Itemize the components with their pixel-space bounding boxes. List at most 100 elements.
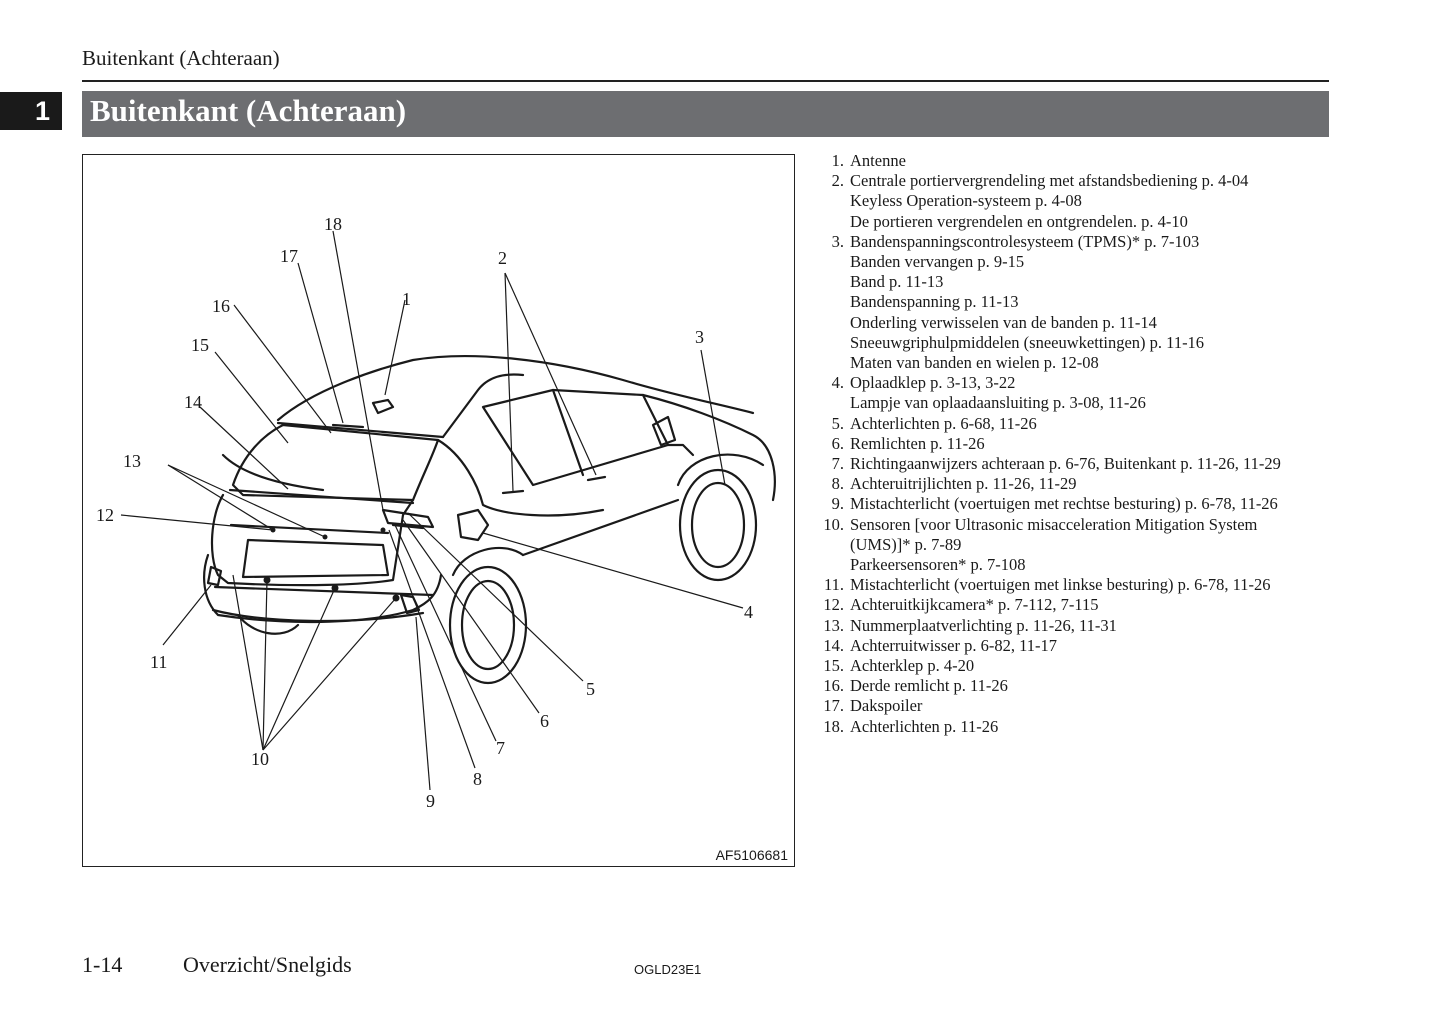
callout-16: 16 bbox=[212, 296, 230, 316]
legend-line: Antenne bbox=[850, 151, 906, 170]
car-rear-illustration: 1 2 3 4 5 6 7 8 9 10 11 12 13 14 15 16 1… bbox=[96, 214, 776, 811]
legend-number: 4. bbox=[831, 373, 844, 393]
section-title: Buitenkant (Achteraan) bbox=[90, 93, 407, 128]
legend-text: Antenne bbox=[844, 151, 906, 171]
legend-line: Achteruitkijkcamera* p. 7-112, 7-115 bbox=[850, 595, 1099, 615]
legend-number: 17. bbox=[823, 696, 844, 716]
legend-number: 13. bbox=[823, 615, 844, 635]
legend-number: 10. bbox=[823, 514, 844, 534]
legend-line: Remlichten p. 11-26 bbox=[850, 433, 985, 453]
legend-text: Achterlichten p. 6-68, 11-26 bbox=[844, 414, 1037, 434]
legend-text: Nummerplaatverlichting p. 11-26, 11-31 bbox=[844, 616, 1117, 636]
legend-text: Achteruitrijlichten p. 11-26, 11-29 bbox=[844, 474, 1077, 494]
callout-10: 10 bbox=[251, 749, 269, 769]
legend-line: Mistachterlicht (voertuigen met linkse b… bbox=[850, 575, 1271, 595]
legend-text: Mistachterlicht (voertuigen met linkse b… bbox=[844, 575, 1271, 595]
legend-line: Keyless Operation-systeem p. 4-08 bbox=[850, 191, 1082, 211]
legend-number: 12. bbox=[823, 595, 844, 615]
legend-item: 3. Bandenspanningscontrolesysteem (TPMS)*… bbox=[814, 232, 1334, 373]
legend-line: Achteruitrijlichten p. 11-26, 11-29 bbox=[850, 474, 1077, 494]
legend-text: Bandenspanningscontrolesysteem (TPMS)* p… bbox=[844, 232, 1204, 373]
legend-line: Maten van banden en wielen p. 12-08 bbox=[850, 353, 1099, 373]
legend-line: Achterklep p. 4-20 bbox=[850, 656, 975, 676]
legend-line: Banden vervangen p. 9-15 bbox=[850, 252, 1025, 272]
legend-line: Parkeersensoren* p. 7-108 bbox=[850, 555, 1026, 575]
callout-7: 7 bbox=[496, 738, 505, 758]
legend-item: 18.Achterlichten p. 11-26 bbox=[814, 717, 1334, 737]
legend-line: Dakspoiler bbox=[850, 696, 923, 716]
legend-item: 1. Antenne bbox=[814, 151, 1334, 171]
callout-12: 12 bbox=[96, 505, 114, 525]
legend-number: 16. bbox=[823, 676, 844, 696]
callout-1: 1 bbox=[402, 289, 411, 309]
legend-line: Bandenspanningscontrolesysteem (TPMS)* p… bbox=[850, 231, 1200, 251]
callout-4: 4 bbox=[744, 602, 753, 622]
legend-text: Achterruitwisser p. 6-82, 11-17 bbox=[844, 636, 1057, 656]
callout-2: 2 bbox=[498, 248, 507, 268]
legend-item: 17. Dakspoiler bbox=[814, 696, 1334, 716]
callout-18: 18 bbox=[324, 214, 342, 234]
callout-6: 6 bbox=[540, 711, 549, 731]
callout-14: 14 bbox=[184, 392, 202, 412]
legend-text: Richtingaanwijzers achteraan p. 6-76, Bu… bbox=[844, 454, 1281, 474]
legend-item: 2.Centrale portiervergrendeling met afst… bbox=[814, 171, 1334, 232]
vehicle-rear-figure: 1 2 3 4 5 6 7 8 9 10 11 12 13 14 15 16 1… bbox=[82, 154, 795, 867]
running-header: Buitenkant (Achteraan) bbox=[82, 46, 280, 70]
legend-number: 15. bbox=[823, 656, 844, 676]
legend-item: 7. Richtingaanwijzers achteraan p. 6-76, … bbox=[814, 454, 1334, 474]
legend-text: Achteruitkijkcamera* p. 7-112, 7-115 bbox=[844, 595, 1099, 615]
callout-15: 15 bbox=[191, 335, 209, 355]
legend-line: Nummerplaatverlichting p. 11-26, 11-31 bbox=[850, 615, 1117, 635]
legend-line: De portieren vergrendelen en ontgrendele… bbox=[850, 211, 1188, 231]
legend-number: 1. bbox=[831, 151, 844, 170]
car-outline bbox=[203, 354, 776, 685]
legend-text: Derde remlicht p. 11-26 bbox=[844, 676, 1008, 696]
legend-line: Bandenspanning p. 11-13 bbox=[850, 292, 1019, 312]
legend-line: Achterlichten p. 6-68, 11-26 bbox=[850, 413, 1037, 433]
legend-line: Sensoren [voor Ultrasonic misacceleratio… bbox=[850, 514, 1258, 534]
legend-line: Band p. 11-13 bbox=[850, 272, 944, 292]
legend-line: Lampje van oplaadaansluiting p. 3-08, 11… bbox=[850, 393, 1146, 413]
legend-number: 8. bbox=[831, 474, 844, 494]
legend-line: Achterlichten p. 11-26 bbox=[850, 716, 999, 736]
figure-code: AF5106681 bbox=[715, 847, 788, 863]
header-rule bbox=[82, 80, 1329, 82]
legend-item: 10. Sensoren [voor Ultrasonic misaccelera… bbox=[814, 515, 1334, 576]
legend-number: 9. bbox=[831, 494, 844, 514]
legend-number: 3. bbox=[831, 231, 844, 251]
callout-8: 8 bbox=[473, 769, 482, 789]
legend-item: 12. Achteruitkijkcamera* p. 7-112, 7-115 bbox=[814, 595, 1334, 615]
callout-9: 9 bbox=[426, 791, 435, 811]
legend-text: Centrale portiervergrendeling met afstan… bbox=[844, 171, 1248, 232]
legend-item: 14.Achterruitwisser p. 6-82, 11-17 bbox=[814, 636, 1334, 656]
legend-line: Centrale portiervergrendeling met afstan… bbox=[850, 171, 1249, 191]
legend-text: Mistachterlicht (voertuigen met rechtse … bbox=[844, 494, 1278, 514]
legend-number: 7. bbox=[831, 454, 844, 474]
footer-section-name: Overzicht/Snelgids bbox=[183, 952, 352, 977]
legend-text: Sensoren [voor Ultrasonic misacceleratio… bbox=[844, 515, 1257, 576]
legend-text: Achterlichten p. 11-26 bbox=[844, 717, 998, 737]
legend-item: 6. Remlichten p. 11-26 bbox=[814, 434, 1334, 454]
legend-line: Derde remlicht p. 11-26 bbox=[850, 676, 1008, 696]
callout-leaders bbox=[120, 230, 744, 791]
callout-13: 13 bbox=[123, 451, 141, 471]
legend-line: Mistachterlicht (voertuigen met rechtse … bbox=[850, 494, 1278, 514]
legend-item: 13. Nummerplaatverlichting p. 11-26, 11-3… bbox=[814, 616, 1334, 636]
legend-line: Richtingaanwijzers achteraan p. 6-76, Bu… bbox=[850, 454, 1281, 474]
legend-item: 15. Achterklep p. 4-20 bbox=[814, 656, 1334, 676]
legend-item: 11. Mistachterlicht (voertuigen met links… bbox=[814, 575, 1334, 595]
legend-line: Oplaadklep p. 3-13, 3-22 bbox=[850, 373, 1016, 393]
legend-text: Achterklep p. 4-20 bbox=[844, 656, 974, 676]
callout-11: 11 bbox=[150, 652, 167, 672]
legend-number: 5. bbox=[831, 413, 844, 433]
callout-17: 17 bbox=[280, 246, 298, 266]
legend-text: Remlichten p. 11-26 bbox=[844, 434, 985, 454]
legend-item: 5. Achterlichten p. 6-68, 11-26 bbox=[814, 414, 1334, 434]
legend-item: 8. Achteruitrijlichten p. 11-26, 11-29 bbox=[814, 474, 1334, 494]
legend-number: 6. bbox=[831, 433, 844, 453]
legend-number: 11. bbox=[823, 575, 844, 595]
legend-line: Sneeuwgriphulpmiddelen (sneeuwkettingen)… bbox=[850, 332, 1205, 352]
